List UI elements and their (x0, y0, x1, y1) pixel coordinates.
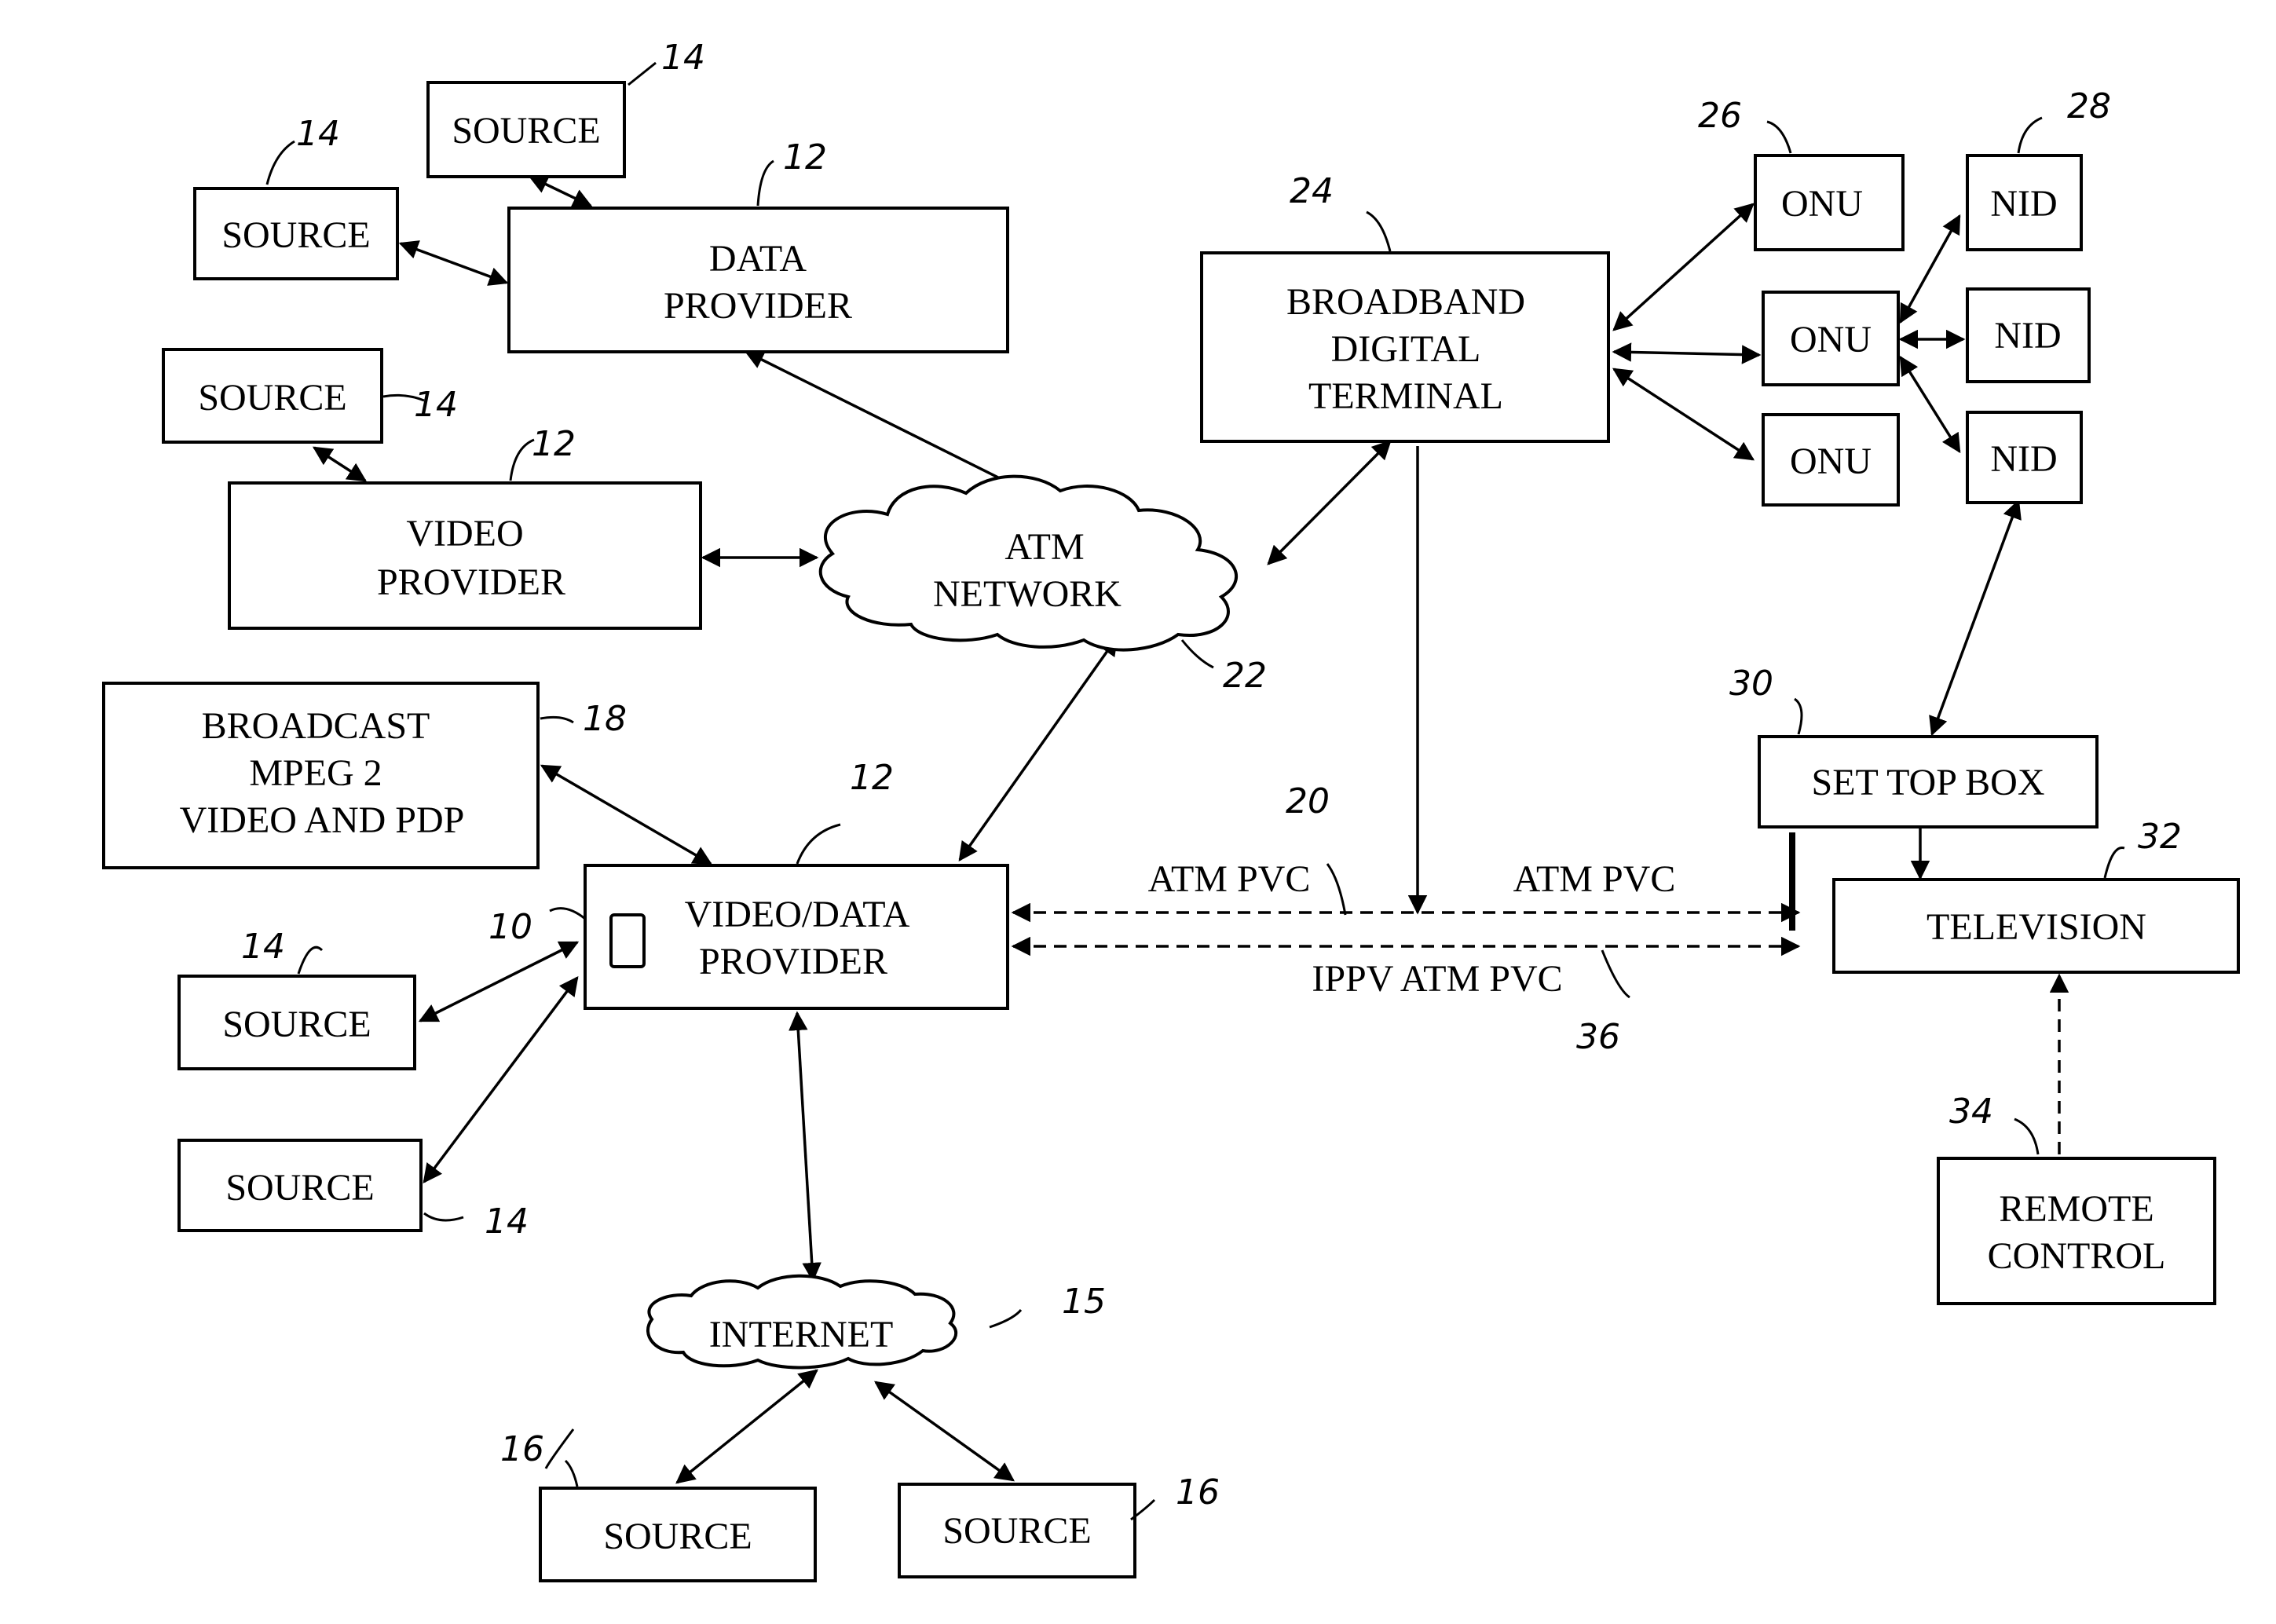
ref-10: 10 (488, 907, 532, 947)
source-label-top: SOURCE (452, 110, 600, 152)
ref-30: 30 (1729, 664, 1773, 704)
link-source-videoprovider (314, 448, 365, 481)
ref-34: 34 (1949, 1092, 1993, 1132)
ref-24: 24 (1290, 171, 1334, 211)
atm-pvc-label-left: ATM PVC (1148, 858, 1311, 900)
ref-14-lower-2: 14 (485, 1202, 529, 1242)
ref-36: 36 (1576, 1017, 1620, 1057)
ippv-atm-pvc-label: IPPV ATM PVC (1312, 958, 1562, 1000)
nid-label-1: NID (1990, 183, 2057, 225)
ref-18: 18 (583, 699, 627, 739)
ref-14-top: 14 (661, 38, 705, 78)
atm-pvc-label-right: ATM PVC (1513, 858, 1676, 900)
video-data-provider-label-2: PROVIDER (699, 941, 887, 982)
video-provider-label-1: VIDEO (406, 513, 523, 554)
source-label-video: SOURCE (198, 377, 346, 419)
link-bdt-onu-2 (1614, 352, 1759, 355)
link-atm-vdp (960, 638, 1117, 860)
source-label-lower-2: SOURCE (225, 1167, 374, 1209)
ref-32: 32 (2138, 817, 2182, 857)
ref-14-left: 14 (296, 114, 340, 154)
ref-28: 28 (2067, 86, 2111, 126)
ref-15: 15 (1062, 1282, 1106, 1322)
link-nid-settopbox (1932, 501, 2018, 734)
video-data-provider-icon (611, 915, 644, 967)
nid-label-2: NID (1994, 315, 2061, 357)
link-bdt-onu-3 (1614, 369, 1753, 459)
broadcast-label-2: MPEG 2 (249, 752, 382, 794)
data-provider-label-2: PROVIDER (664, 285, 852, 327)
internet-label: INTERNET (709, 1314, 894, 1355)
ref-12-vdp: 12 (850, 758, 894, 798)
ref-16-left: 16 (500, 1429, 544, 1469)
bdt-label-2: DIGITAL (1331, 328, 1481, 370)
atm-network-label-1: ATM (1004, 526, 1084, 568)
onu-label-1: ONU (1781, 183, 1863, 225)
set-top-box-label: SET TOP BOX (1812, 762, 2045, 803)
link-internet-source-1 (677, 1370, 817, 1483)
ref-26: 26 (1698, 96, 1742, 136)
source-label-internet-2: SOURCE (942, 1510, 1091, 1552)
nid-label-3: NID (1990, 438, 2057, 480)
ref-12-data: 12 (783, 137, 827, 177)
source-label-left: SOURCE (221, 214, 370, 256)
link-onu-nid-1 (1901, 216, 1959, 322)
remote-control-box (1938, 1158, 2215, 1304)
bdt-label-3: TERMINAL (1308, 375, 1503, 417)
link-onu-nid-3 (1901, 357, 1959, 452)
link-source-dataprovider-left (401, 243, 507, 283)
link-bdt-onu-1 (1614, 204, 1753, 330)
remote-control-label-1: REMOTE (1999, 1188, 2153, 1230)
ref-14-video: 14 (414, 385, 458, 425)
link-source-dataprovider-top (530, 177, 591, 206)
onu-label-3: ONU (1790, 441, 1872, 482)
ref-20: 20 (1286, 781, 1330, 821)
onu-label-2: ONU (1790, 319, 1872, 360)
bdt-label-1: BROADBAND (1286, 281, 1525, 323)
link-atm-bdt (1268, 441, 1390, 564)
link-dataprovider-atm (746, 352, 1033, 495)
link-internet-source-2 (876, 1382, 1013, 1480)
ref-22: 22 (1223, 656, 1267, 696)
data-provider-label-1: DATA (709, 238, 807, 280)
television-label: TELEVISION (1927, 906, 2146, 948)
source-label-lower-1: SOURCE (222, 1004, 371, 1045)
remote-control-label-2: CONTROL (1988, 1235, 2166, 1277)
video-provider-box (229, 483, 701, 628)
video-provider-label-2: PROVIDER (377, 561, 565, 603)
broadcast-label-1: BROADCAST (202, 705, 430, 747)
video-data-provider-box (585, 865, 1008, 1008)
ref-16-right: 16 (1176, 1472, 1220, 1512)
link-vdp-internet (797, 1013, 813, 1280)
data-provider-box (509, 208, 1008, 352)
broadcast-label-3: VIDEO AND PDP (180, 799, 465, 841)
source-label-internet-1: SOURCE (603, 1516, 752, 1557)
atm-network-label-2: NETWORK (933, 573, 1122, 615)
ref-12-video: 12 (532, 424, 576, 464)
link-broadcast-vdp (542, 766, 711, 864)
video-data-provider-label-1: VIDEO/DATA (685, 894, 910, 935)
ref-14-lower-1: 14 (241, 927, 285, 967)
